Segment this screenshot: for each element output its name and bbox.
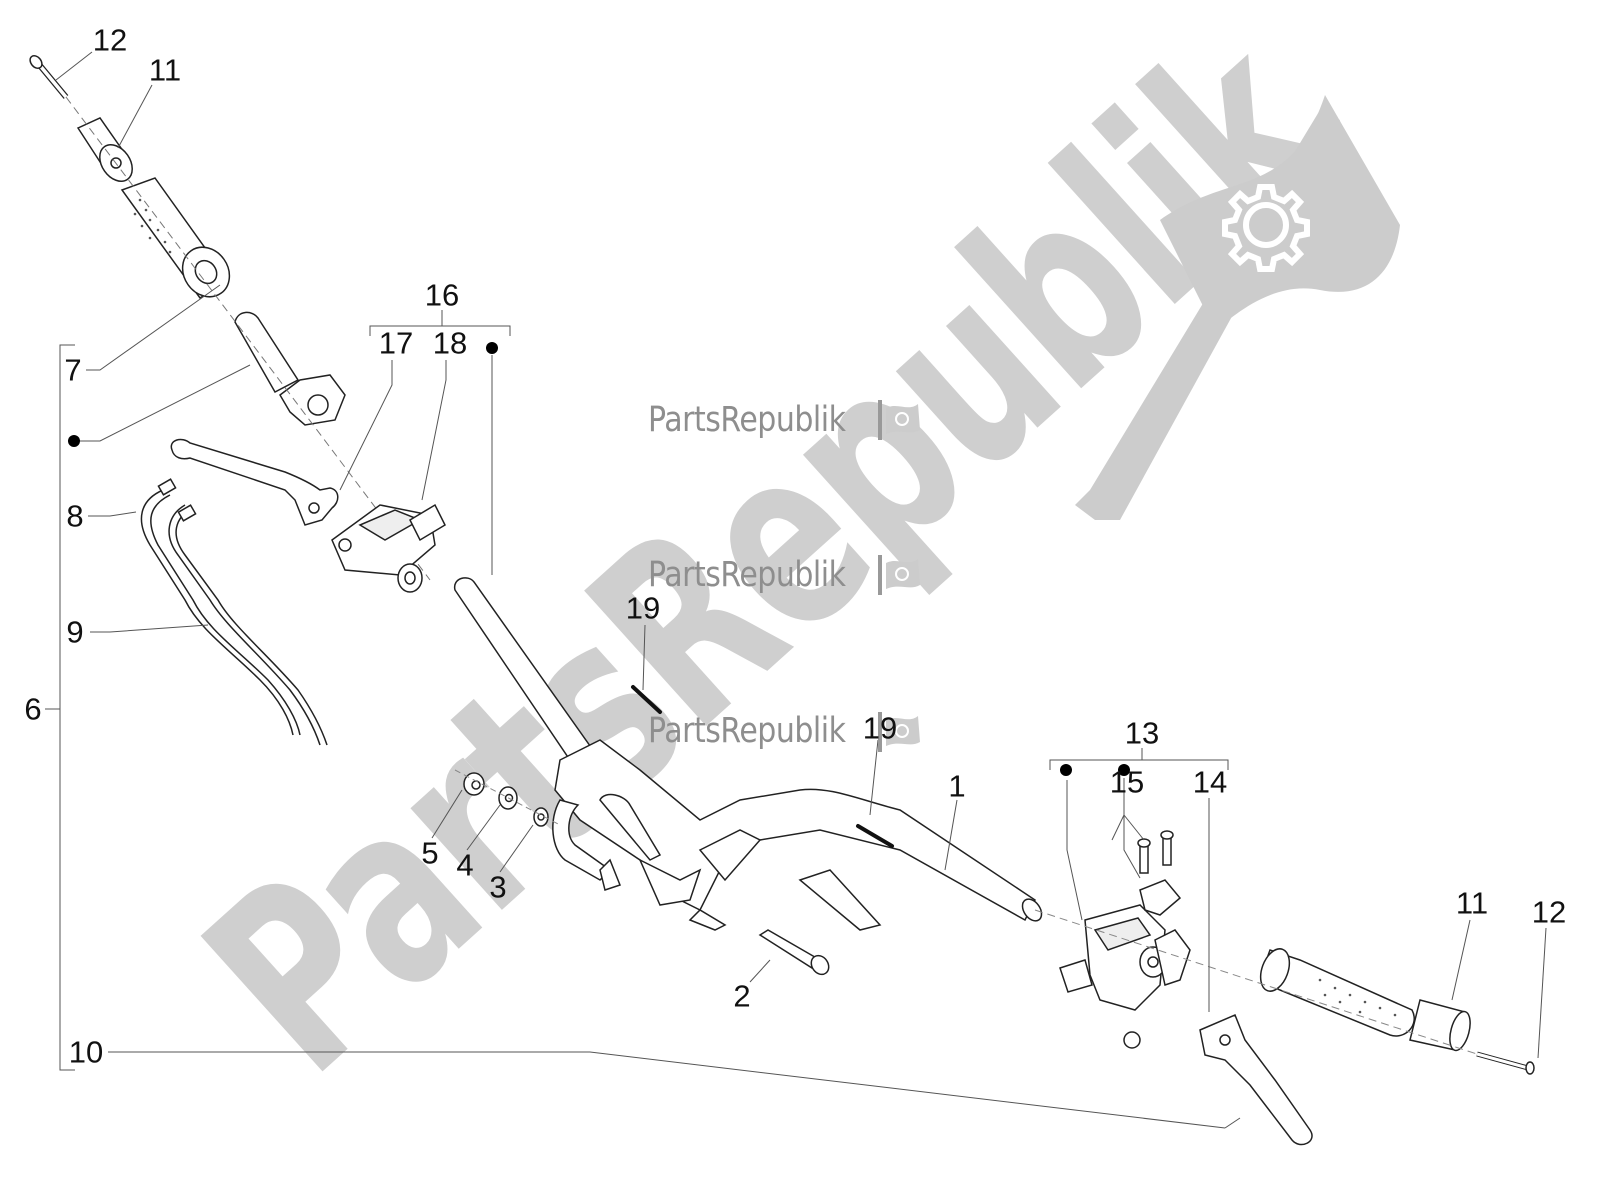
callout-9: 9 — [66, 614, 84, 650]
watermark-flag-icon — [1075, 95, 1400, 520]
watermark-small-flags — [878, 400, 920, 752]
callout-4: 4 — [456, 847, 474, 883]
part-5-nut — [463, 772, 485, 796]
part-8-9-cables — [140, 478, 328, 746]
part-4-washer — [498, 786, 518, 810]
callout-10: 10 — [68, 1034, 104, 1070]
callout-16: 16 — [424, 277, 460, 313]
callout-13: 13 — [1124, 715, 1160, 751]
axis-line-left — [65, 96, 431, 581]
callout-6: 6 — [24, 691, 42, 727]
callout-19: 19 — [625, 590, 661, 626]
part-12-screw-right — [1476, 1051, 1535, 1075]
watermark-small-text: PartsRepublik — [648, 400, 846, 441]
callout-5: 5 — [421, 835, 439, 871]
callout-1: 1 — [948, 768, 966, 804]
part-12-screw-left — [29, 54, 69, 99]
callout-2: 2 — [733, 978, 751, 1014]
callout-8: 8 — [66, 498, 84, 534]
callout-11: 11 — [1455, 885, 1489, 921]
part-grip-right — [1259, 948, 1415, 1037]
watermark-small-text: PartsRepublik — [648, 711, 846, 752]
part-15-clamp-right — [1139, 879, 1191, 986]
part-3-washer — [533, 807, 549, 827]
callout-12: 12 — [1531, 894, 1567, 930]
callout-3: 3 — [489, 869, 507, 905]
callout-19: 19 — [862, 710, 898, 746]
part-2-screw — [758, 929, 830, 976]
callout-18: 18 — [432, 325, 468, 361]
kit-dots — [68, 342, 1130, 776]
part-17-lever-left — [170, 438, 339, 526]
part-13-brake-pump-right — [1059, 904, 1167, 1049]
leader-lines — [45, 51, 1547, 1129]
part-11-bar-end-right — [1409, 999, 1471, 1052]
screws-right — [1137, 830, 1174, 874]
part-14-lever-right — [1199, 1014, 1313, 1146]
callout-14: 14 — [1192, 764, 1228, 800]
part-16-brake-pump-left — [331, 503, 446, 593]
watermark-small-text: PartsRepublik — [648, 555, 846, 596]
part-throttle-tube — [234, 311, 346, 426]
part-7-grip-left — [120, 177, 231, 300]
callout-12: 12 — [92, 22, 128, 58]
part-1-handlebar — [453, 577, 1043, 931]
callout-17: 17 — [378, 325, 414, 361]
axis-line-right — [1034, 909, 1481, 1056]
part-19-cable-tie-b — [856, 824, 894, 848]
callout-15: 15 — [1109, 764, 1145, 800]
callout-11: 11 — [148, 52, 182, 88]
part-19-cable-tie-a — [631, 685, 662, 714]
callout-7: 7 — [64, 352, 82, 388]
